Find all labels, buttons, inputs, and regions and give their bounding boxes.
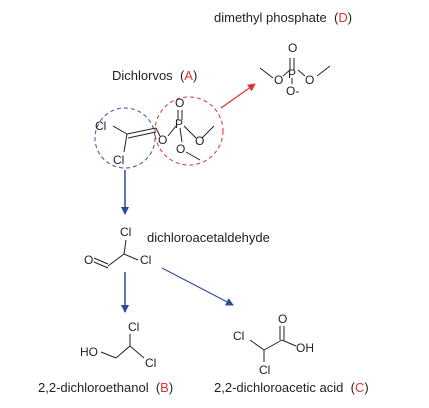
- atom-o-carbonyl-d: O: [288, 41, 297, 55]
- compound-d-letter: D: [338, 10, 347, 25]
- dichlorovinyl-group-highlight: [94, 107, 156, 169]
- dimethyl-phosphate-group-highlight: [154, 96, 224, 166]
- compound-b-letter: B: [160, 380, 169, 395]
- atom-o-minus-d: O-: [286, 84, 299, 98]
- compound-a-letter: A: [184, 68, 193, 83]
- atom-cl-left-c: Cl: [233, 329, 244, 343]
- atom-o-intermediate: O: [84, 253, 93, 267]
- atom-cl-bottom-a: Cl: [113, 153, 124, 167]
- dichloroethanol-structure: HO Cl Cl: [80, 320, 156, 370]
- atom-p-a: P: [175, 117, 183, 131]
- compound-c-letter: C: [355, 380, 364, 395]
- dichlorvos-structure: Cl Cl O O P O O: [95, 96, 215, 167]
- atom-cl-top-b: Cl: [128, 320, 139, 334]
- intermediate-label: dichloroacetaldehyde: [147, 230, 270, 245]
- arrow-intermediate-to-c: [161, 267, 234, 306]
- atom-cl-right-intermediate: Cl: [140, 253, 151, 267]
- atom-o-right-a: O: [195, 134, 204, 148]
- atom-o-bottom-a: O: [176, 142, 185, 156]
- atom-cl-bottom-c: Cl: [259, 363, 270, 377]
- dichloroacetaldehyde-structure: O Cl Cl: [84, 225, 151, 269]
- atom-o-right-d: O: [305, 73, 314, 87]
- dimethyl-phosphate-structure: O O P O O-: [259, 41, 331, 98]
- atom-oh-c: OH: [296, 341, 314, 355]
- atom-o-ester-a: O: [158, 133, 167, 147]
- atom-o-left-d: O: [274, 73, 283, 87]
- atom-o-carbonyl-a: O: [175, 96, 184, 110]
- compound-d-label: dimethyl phosphate (D): [214, 10, 352, 25]
- atom-o-carbonyl-c: O: [278, 312, 287, 326]
- atom-cl-right-b: Cl: [145, 356, 156, 370]
- atom-p-d: P: [288, 67, 296, 81]
- compound-b-label: 2,2-dichloroethanol (B): [38, 380, 173, 395]
- arrow-a-to-d: [220, 83, 256, 109]
- dichloroacetic-acid-structure: Cl Cl O OH: [233, 312, 314, 377]
- compound-c-label: 2,2-dichloroacetic acid (C): [214, 380, 369, 395]
- compound-a-label: Dichlorvos (A): [112, 68, 197, 83]
- atom-cl-top-a: Cl: [95, 119, 106, 133]
- atom-ho-b: HO: [80, 345, 98, 359]
- atom-cl-top-intermediate: Cl: [120, 225, 131, 239]
